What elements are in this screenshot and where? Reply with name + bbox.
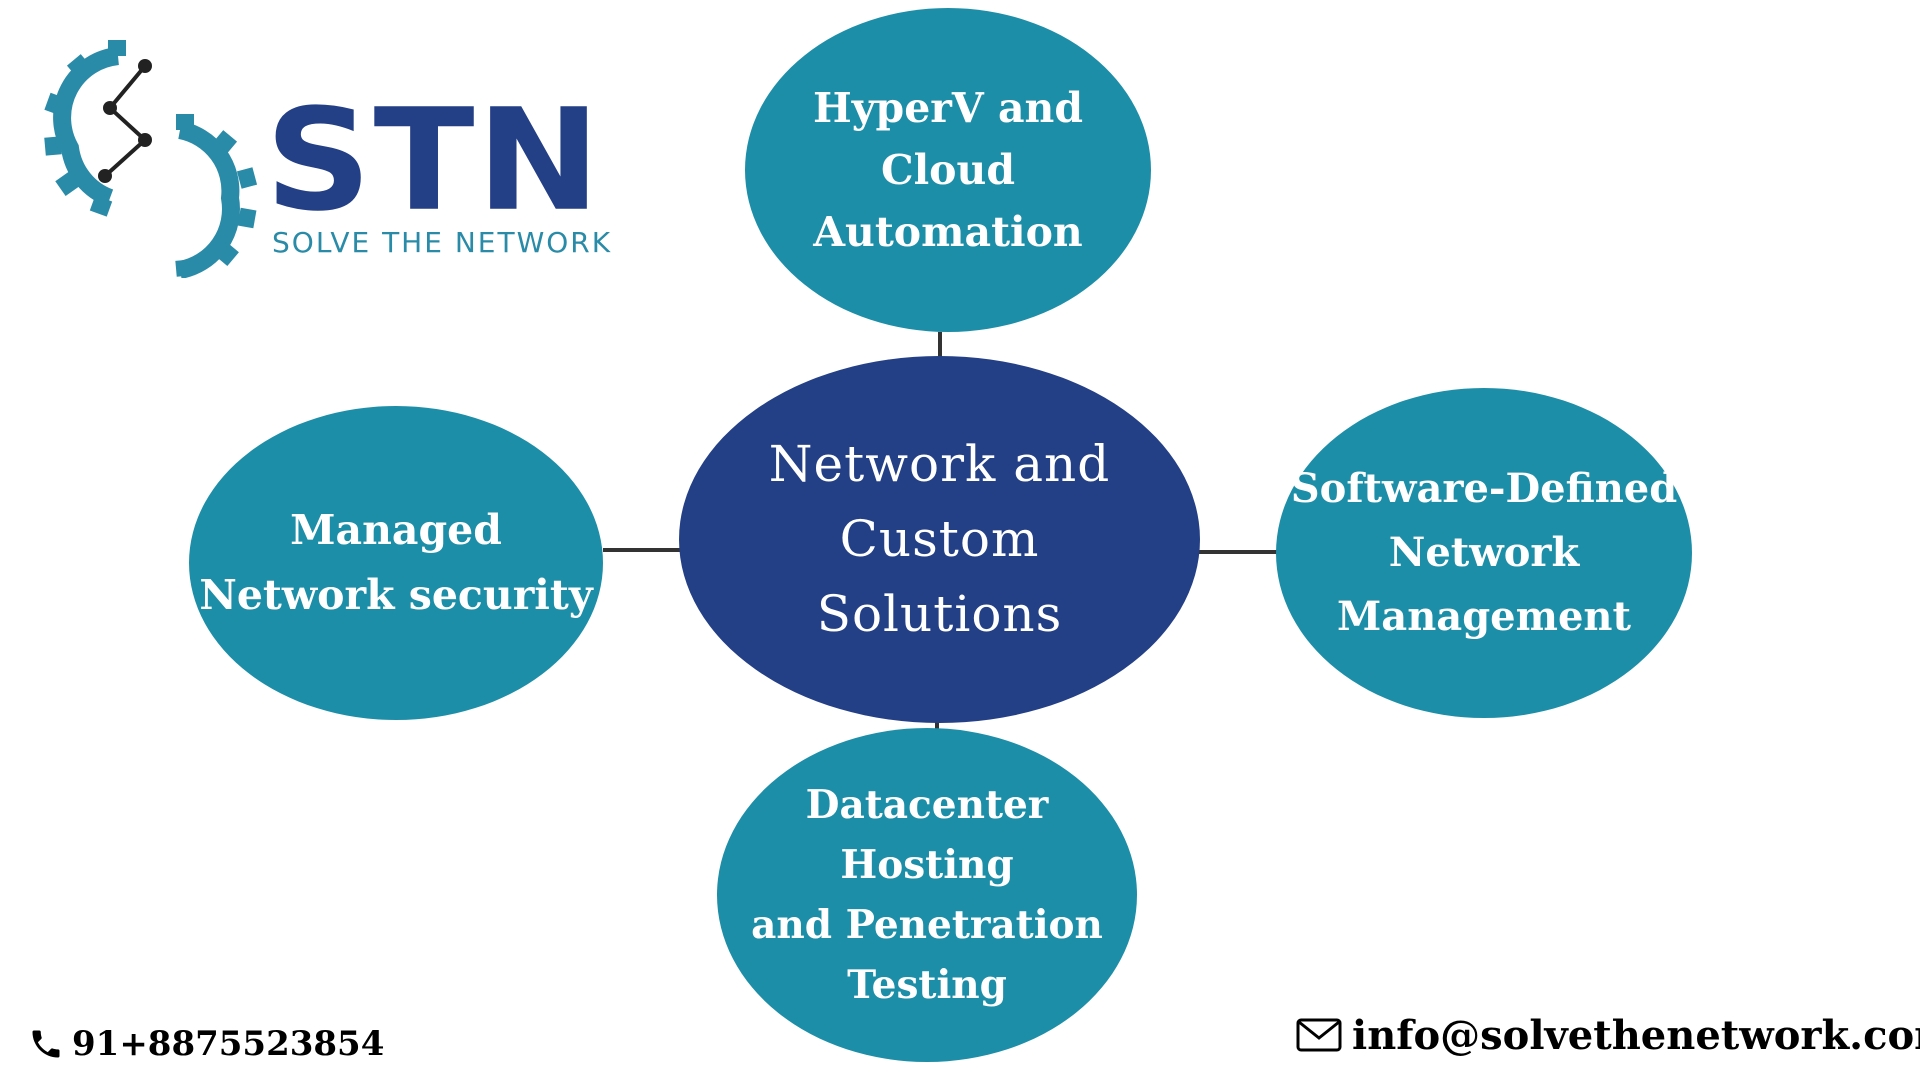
- contact-phone[interactable]: 91+8875523854: [28, 1022, 384, 1066]
- node-software-defined-network-management: Software-Defined Network Management: [1276, 388, 1692, 718]
- node-label: Managed Network security: [199, 506, 593, 619]
- node-label: Datacenter Hosting and Penetration Testi…: [751, 782, 1103, 1008]
- mail-icon: [1296, 1018, 1342, 1052]
- node-label: HyperV and Cloud Automation: [812, 84, 1084, 256]
- node-hyperv-cloud-automation: HyperV and Cloud Automation: [745, 8, 1151, 332]
- phone-number: 91+8875523854: [72, 1024, 385, 1064]
- stn-logo: STN SOLVE THE NETWORK: [40, 38, 640, 278]
- gears-network-icon: [44, 40, 258, 278]
- email-address: info@solvethenetwork.com: [1352, 1011, 1920, 1059]
- phone-icon: [32, 1030, 60, 1058]
- logo-tagline: SOLVE THE NETWORK: [272, 226, 613, 259]
- node-managed-network-security: Managed Network security: [189, 406, 603, 720]
- logo-wordmark: STN: [265, 78, 603, 242]
- node-datacenter-hosting-penetration-testing: Datacenter Hosting and Penetration Testi…: [717, 728, 1137, 1062]
- contact-email[interactable]: info@solvethenetwork.com: [1296, 1010, 1920, 1060]
- node-label: Software-Defined Network Management: [1290, 465, 1678, 640]
- node-label: Network and Custom Solutions: [768, 435, 1111, 643]
- node-center-network-custom-solutions: Network and Custom Solutions: [679, 356, 1200, 723]
